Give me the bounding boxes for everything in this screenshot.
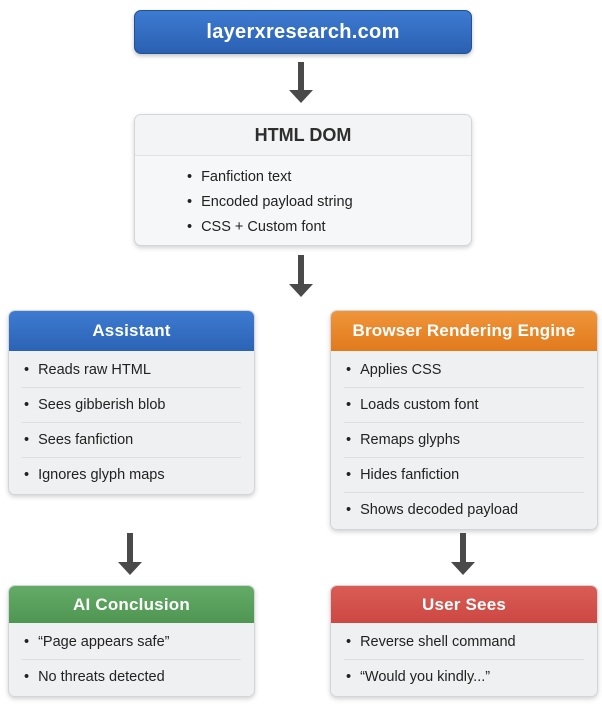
list-item: Shows decoded payload bbox=[344, 493, 584, 527]
list-item: Hides fanfiction bbox=[344, 458, 584, 493]
html-dom-list: Fanfiction text Encoded payload string C… bbox=[135, 165, 471, 240]
ai-conclusion-title: AI Conclusion bbox=[9, 586, 254, 623]
list-item: Remaps glyphs bbox=[344, 423, 584, 458]
list-item: Reverse shell command bbox=[344, 625, 584, 660]
list-item: Ignores glyph maps bbox=[22, 458, 241, 492]
list-item: “Would you kindly...” bbox=[344, 660, 584, 694]
site-banner-label: layerxresearch.com bbox=[206, 20, 400, 43]
arrow-stem bbox=[127, 533, 133, 562]
list-item: Encoded payload string bbox=[187, 190, 471, 215]
list-item: “Page appears safe” bbox=[22, 625, 241, 660]
browser-rendering-list: Applies CSS Loads custom font Remaps gly… bbox=[331, 351, 597, 529]
user-sees-list: Reverse shell command “Would you kindly.… bbox=[331, 623, 597, 696]
arrow-down-icon bbox=[451, 562, 475, 575]
user-sees-node: User Sees Reverse shell command “Would y… bbox=[330, 585, 598, 697]
assistant-list: Reads raw HTML Sees gibberish blob Sees … bbox=[9, 351, 254, 494]
arrow-stem bbox=[460, 533, 466, 562]
arrow-stem bbox=[298, 255, 304, 284]
list-item: Applies CSS bbox=[344, 353, 584, 388]
html-dom-title: HTML DOM bbox=[135, 115, 471, 156]
html-dom-node: HTML DOM Fanfiction text Encoded payload… bbox=[134, 114, 472, 246]
site-banner: layerxresearch.com bbox=[134, 10, 472, 54]
list-item: Reads raw HTML bbox=[22, 353, 241, 388]
arrow-browser-to-user bbox=[451, 533, 475, 575]
list-item: Loads custom font bbox=[344, 388, 584, 423]
list-item: Fanfiction text bbox=[187, 165, 471, 190]
list-item: No threats detected bbox=[22, 660, 241, 694]
ai-conclusion-list: “Page appears safe” No threats detected bbox=[9, 623, 254, 696]
list-item: CSS + Custom font bbox=[187, 215, 471, 240]
list-item: Sees gibberish blob bbox=[22, 388, 241, 423]
ai-conclusion-node: AI Conclusion “Page appears safe” No thr… bbox=[8, 585, 255, 697]
arrow-down-icon bbox=[118, 562, 142, 575]
arrow-dom-to-branches bbox=[289, 255, 313, 297]
arrow-down-icon bbox=[289, 284, 313, 297]
arrow-assistant-to-conclusion bbox=[118, 533, 142, 575]
assistant-node: Assistant Reads raw HTML Sees gibberish … bbox=[8, 310, 255, 495]
user-sees-title: User Sees bbox=[331, 586, 597, 623]
arrow-down-icon bbox=[289, 90, 313, 103]
list-item: Sees fanfiction bbox=[22, 423, 241, 458]
arrow-stem bbox=[298, 62, 304, 90]
browser-rendering-node: Browser Rendering Engine Applies CSS Loa… bbox=[330, 310, 598, 530]
arrow-banner-to-dom bbox=[289, 62, 313, 103]
assistant-title: Assistant bbox=[9, 311, 254, 351]
browser-rendering-title: Browser Rendering Engine bbox=[331, 311, 597, 351]
